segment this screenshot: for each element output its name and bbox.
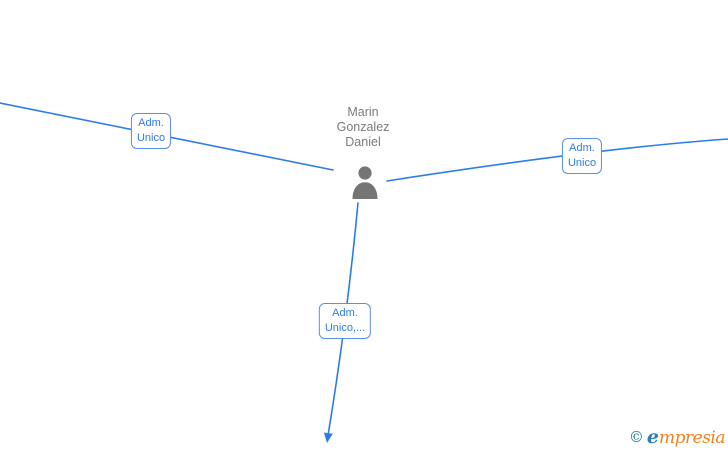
node-name-line: Marin [347, 105, 379, 119]
edge-label-line: Unico [567, 157, 597, 169]
copyright-icon: © [628, 428, 644, 446]
node-name-line: Gonzalez [336, 120, 390, 134]
node-name-line: Daniel [345, 135, 381, 149]
brand-logo-text: mpresia [659, 428, 726, 448]
node-name: Marin Gonzalez Daniel [337, 105, 390, 150]
edge-label-down[interactable]: Adm. Unico,... [318, 303, 372, 339]
edge-label-line: Adm. [138, 117, 164, 129]
edge-label-line: Adm. [332, 307, 358, 319]
edge-label-right[interactable]: Adm. Unico [561, 138, 603, 174]
brand-watermark: ©empresia [628, 426, 726, 448]
edge-label-left[interactable]: Adm. Unico [130, 113, 172, 149]
person-icon[interactable] [351, 166, 379, 199]
edge-right [386, 138, 728, 182]
edge-label-line: Adm. [569, 142, 595, 154]
edge-label-line: Unico,... [324, 322, 366, 334]
brand-logo-initial: e [646, 426, 659, 448]
arrowhead-down-icon [323, 432, 333, 443]
edge-label-line: Unico [136, 132, 166, 144]
